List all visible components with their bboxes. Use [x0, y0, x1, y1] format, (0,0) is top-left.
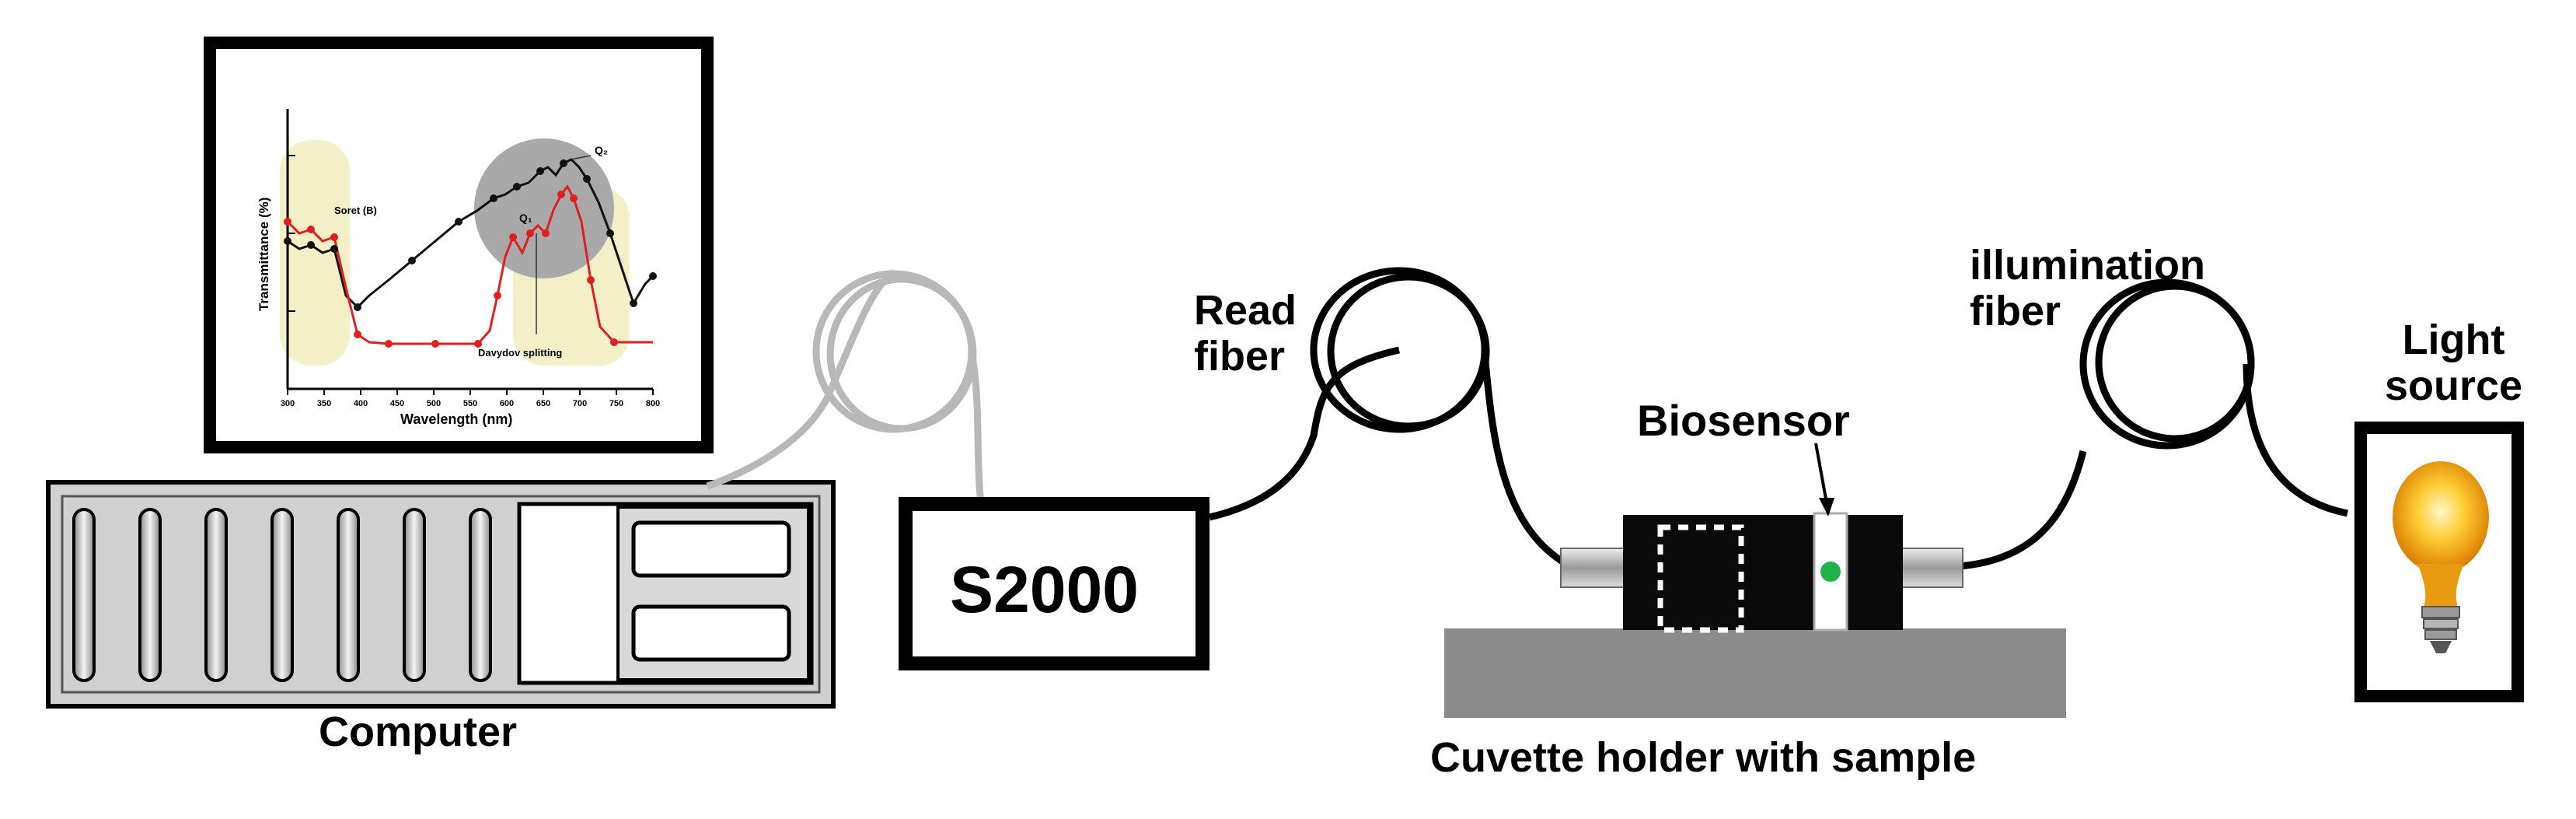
inset-x-tick-label: 700 — [573, 399, 587, 408]
computer-label: Computer — [319, 709, 517, 755]
light-bulb-icon — [2393, 461, 2489, 653]
cuvette-holder-label: Cuvette holder with sample — [1430, 734, 1977, 781]
cuvette-base — [1444, 628, 2066, 718]
cuvette-body — [1623, 515, 1903, 630]
inset-x-tick-label: 600 — [500, 399, 514, 408]
series-red-markers — [284, 191, 618, 348]
cuvette-holder — [1444, 443, 2066, 718]
inset-x-tick-label: 650 — [536, 399, 550, 408]
computer-drive-slot-bottom — [631, 604, 791, 662]
inset-x-tick-labels: 300 350 400 450 500 550 600 650 700 750 800 — [281, 389, 660, 408]
computer-vent-slots — [72, 508, 492, 682]
inset-x-axis-label: Wavelength (nm) — [400, 411, 512, 427]
cuvette-connector-left — [1560, 548, 1628, 588]
inset-x-tick-label: 300 — [281, 399, 295, 408]
computer-inner-border — [61, 495, 821, 694]
biosensor-dot — [1820, 562, 1841, 582]
biosensor-slide — [1813, 512, 1848, 632]
biosensor-arrowhead — [1819, 498, 1834, 516]
biosensor-label: Biosensor — [1637, 396, 1850, 445]
computer-drive-slot-top — [631, 520, 791, 578]
inset-y-axis-label: Transmittance (%) — [257, 198, 271, 311]
inset-x-tick-label: 750 — [609, 399, 623, 408]
read-fiber — [1208, 267, 1565, 565]
computer-fiber — [706, 269, 985, 505]
illumination-fiber-label: illumination fiber — [1970, 242, 2205, 335]
illumination-fiber-label-line2: fiber — [1970, 288, 2061, 335]
inset-x-tick-label: 350 — [317, 399, 331, 408]
light-source-label-line2: source — [2385, 362, 2523, 410]
inset-x-tick-label: 800 — [646, 399, 660, 408]
read-fiber-label: Read fiber — [1194, 287, 1297, 380]
light-source — [2354, 422, 2524, 702]
light-source-label: Light source — [2385, 317, 2522, 410]
computer — [46, 480, 836, 709]
series-red-line — [286, 184, 653, 345]
read-fiber-label-line2: fiber — [1194, 333, 1286, 380]
inset-x-tick-label: 550 — [463, 399, 477, 408]
q2-label: Q₂ — [595, 144, 608, 156]
s2000-label: S2000 — [950, 553, 1139, 626]
q-band-gray-circle — [474, 138, 614, 278]
inset-x-tick-label: 400 — [354, 399, 368, 408]
series-black-markers — [284, 159, 657, 311]
davydov-label: Davydov splitting — [478, 347, 562, 359]
s2000-box — [899, 497, 1209, 670]
soret-highlight — [280, 140, 350, 366]
soret-label: Soret (B) — [334, 205, 377, 216]
cuvette-sample-window — [1657, 524, 1744, 633]
q2-leader-line — [571, 155, 592, 160]
read-fiber-label-line1: Read — [1194, 287, 1297, 334]
cuvette-connector-right — [1896, 548, 1963, 588]
s2000-spectrometer — [899, 497, 1209, 670]
q1-label: Q₁ — [519, 212, 532, 224]
series-black-line — [287, 158, 654, 310]
inset-chart: Soret (B) Q₁ Q₂ Davydov splitting Transm… — [204, 37, 714, 453]
illumination-fiber-label-line1: illumination — [1970, 242, 2205, 289]
light-source-label-line1: Light — [2402, 317, 2505, 363]
inset-x-tick-label: 500 — [427, 399, 441, 408]
inset-x-tick-label: 450 — [390, 399, 404, 408]
illumination-fiber — [1958, 278, 2348, 570]
